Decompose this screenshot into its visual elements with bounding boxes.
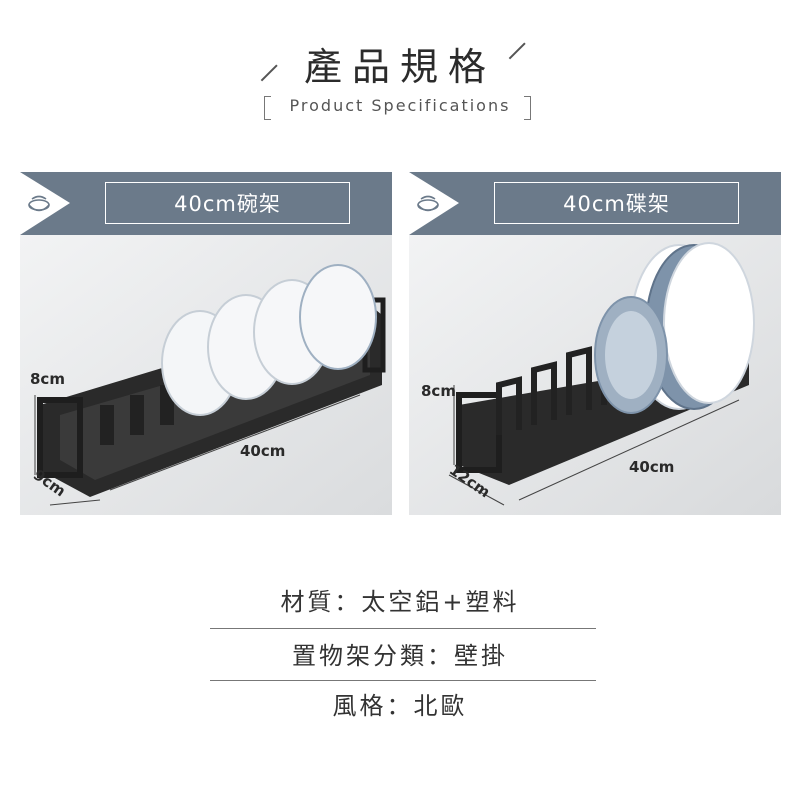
bowl-icon [28, 195, 50, 212]
dim-height: 8cm [30, 370, 65, 388]
panel-arrow-decor [409, 172, 459, 235]
subtitle-bracket-right [524, 96, 531, 120]
title-section: 產品規格 Product Specifications [0, 0, 800, 140]
panel-label: 40cm碟架 [494, 182, 739, 224]
product-panel-bowl-rack: 40cm碗架 8cm 9cm 40cm [20, 172, 392, 515]
panel-arrow-decor [20, 172, 70, 235]
panel-header: 40cm碗架 [20, 172, 392, 235]
plate-rack-photo [409, 235, 781, 515]
spec-divider [210, 680, 596, 681]
spec-category: 置物架分類：壁掛 [292, 642, 508, 670]
spec-divider [210, 628, 596, 629]
spec-style: 風格：北歐 [332, 692, 468, 720]
product-panel-plate-rack: 40cm碟架 8cm 12cm 40cm [409, 172, 781, 515]
dim-height: 8cm [421, 382, 456, 400]
bowl-rack-photo [20, 235, 392, 515]
panel-label: 40cm碗架 [105, 182, 350, 224]
page-subtitle: Product Specifications [289, 96, 511, 115]
subtitle-bracket-left [264, 96, 271, 120]
panel-header: 40cm碟架 [409, 172, 781, 235]
bowl-icon [417, 195, 439, 212]
spec-material: 材質：太空鋁+塑料 [280, 588, 520, 616]
page-title: 產品規格 [303, 45, 496, 89]
dim-length: 40cm [240, 442, 286, 460]
dim-length: 40cm [629, 458, 675, 476]
